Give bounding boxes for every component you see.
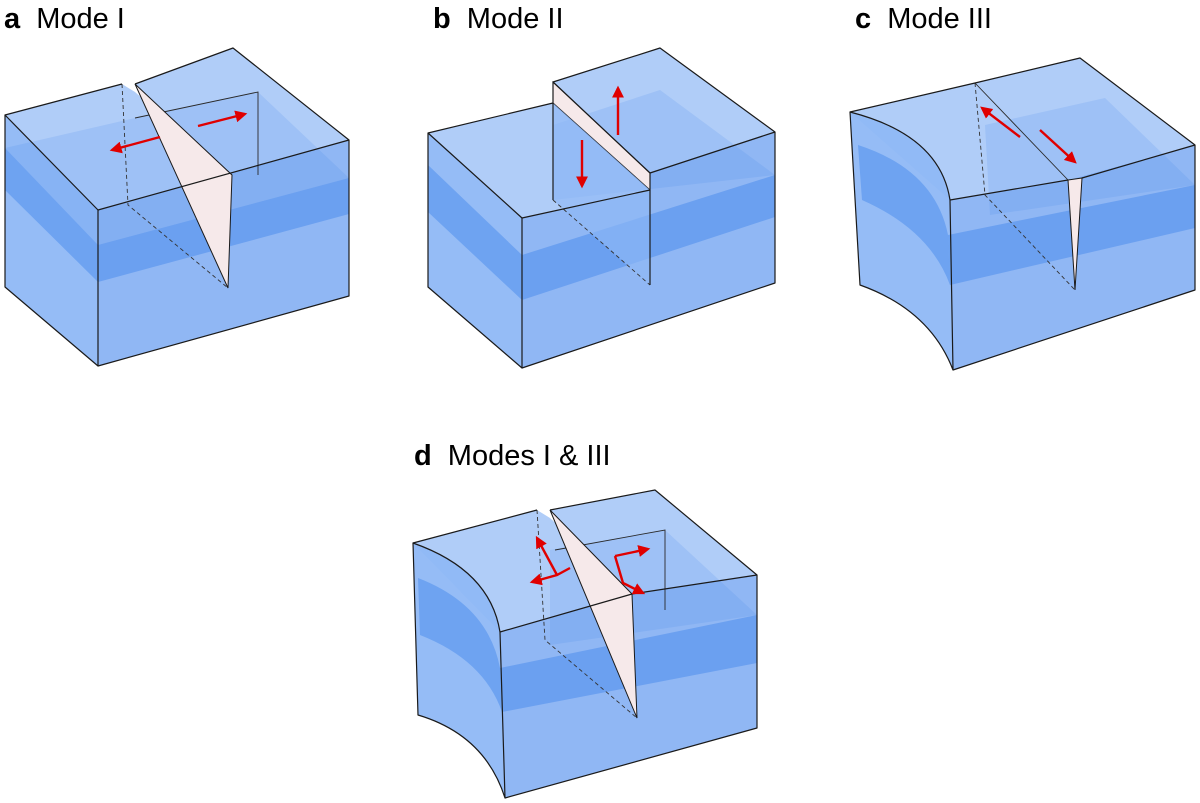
panel-d-label: d Modes I & III	[414, 440, 611, 472]
panel-a: a Mode I	[4, 3, 350, 367]
panel-a-letter: a	[4, 3, 21, 35]
block-a-edge-top-left	[4, 83, 123, 116]
panel-c-title: Mode III	[887, 3, 992, 35]
block-c-crack-line	[974, 82, 1069, 181]
block-c-front-face	[850, 112, 953, 370]
block-c-edge-top-front	[949, 179, 1069, 201]
block-d-arrow-right-tear	[613, 555, 646, 595]
panel-b: b Mode II	[427, 3, 776, 369]
block-b-step-face	[553, 103, 650, 285]
block-b-front-face	[428, 133, 522, 368]
block-d-edge-top-left	[412, 509, 538, 544]
panel-a-label: a Mode I	[4, 3, 125, 35]
panel-a-title: Mode I	[36, 3, 125, 35]
panel-b-label: b Mode II	[433, 3, 564, 35]
block-a-inner-edge	[134, 91, 259, 175]
block-d-front-face	[413, 543, 505, 798]
block-c-band-front	[858, 145, 950, 285]
block-a-front-face	[5, 115, 98, 366]
block-c	[849, 57, 1196, 371]
panel-c-letter: c	[855, 3, 871, 35]
block-d-top-right	[550, 490, 757, 594]
panel-c-label: c Mode III	[855, 3, 992, 35]
panel-d-title: Modes I & III	[448, 440, 611, 472]
block-d-hidden-edge	[536, 509, 638, 719]
block-a-arrow-left	[109, 135, 161, 154]
panel-d-letter: d	[414, 440, 432, 472]
panel-c: c Mode III	[849, 3, 1196, 371]
block-c-arrow-back	[980, 106, 1021, 138]
panel-b-title: Mode II	[467, 3, 564, 35]
block-d-band-front	[418, 578, 502, 712]
block-a-arrow-right	[197, 110, 248, 128]
block-d-top-left	[413, 510, 632, 632]
block-d-arrow-left-tear	[535, 535, 559, 576]
panel-d: d Modes I & III	[412, 440, 758, 799]
block-c-hidden-edge	[974, 82, 1076, 291]
block-b-band-front	[428, 165, 522, 300]
block-a-band-front	[5, 148, 98, 282]
block-c-arrow-forward	[1039, 129, 1077, 164]
block-b-edge-step	[552, 81, 651, 174]
block-b-hidden-edge	[552, 199, 651, 286]
block-d-crack-surface	[549, 509, 638, 719]
block-c-edge-top-front-2	[1081, 144, 1196, 179]
block-d-inner-edge	[554, 529, 666, 610]
block-c-edge-outline	[849, 57, 1196, 371]
block-a	[4, 47, 350, 367]
block-b	[427, 47, 776, 369]
block-d	[412, 489, 758, 799]
block-a-hidden-edge	[121, 83, 229, 289]
block-c-edge-front	[849, 111, 954, 371]
panel-b-letter: b	[433, 3, 451, 35]
block-c-crack-surface	[1067, 177, 1083, 291]
block-d-arrow-right-open	[614, 545, 651, 558]
